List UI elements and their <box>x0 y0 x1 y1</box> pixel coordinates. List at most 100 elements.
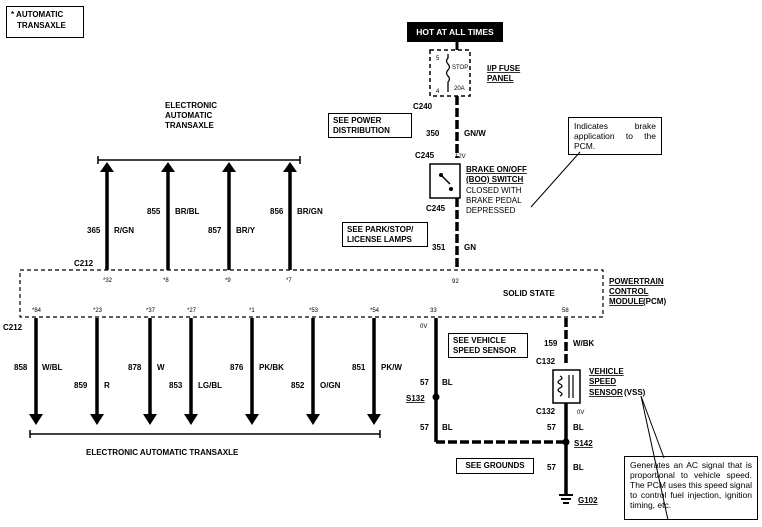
bottom-wire-circuit: 858 <box>14 363 28 372</box>
connector-s142: S142 <box>574 439 593 448</box>
top-wire-pin: *8 <box>163 278 169 284</box>
vss-note-leader-1 <box>640 395 665 459</box>
top-wire-856: 856 BR/GN *7 <box>270 162 323 284</box>
top-wire-365: 365 R/GN *32 <box>87 162 134 284</box>
bottom-wire-876: *1 876 PK/BK <box>230 308 284 425</box>
vss-name-line-2: SPEED <box>589 377 616 386</box>
top-wire-color: BR/BL <box>175 207 200 216</box>
connector-c212-top: C212 <box>74 259 94 268</box>
see-park-stop-license-lamps-box[interactable]: SEE PARK/STOP/ LICENSE LAMPS <box>342 222 428 247</box>
connector-s132: S132 <box>406 394 425 403</box>
bottom-wire-circuit: 853 <box>169 381 183 390</box>
bottom-wire-circuit: 876 <box>230 363 244 372</box>
fuse-element-icon <box>445 54 451 92</box>
bottom-wire-circuit: 859 <box>74 381 88 390</box>
wire-57d-color: BL <box>573 463 584 472</box>
brake-switch-line-1: BRAKE ON/OFF <box>466 165 527 174</box>
brake-switch-line-4: BRAKE PEDAL <box>466 196 522 205</box>
connector-c245-top: C245 <box>415 151 435 160</box>
top-wire-color: BR/GN <box>297 207 323 216</box>
connector-c132-top: C132 <box>536 357 556 366</box>
eat-top-line-1: ELECTRONIC <box>165 101 217 110</box>
bottom-wire-pin: *53 <box>309 308 319 314</box>
power-dist-line-1: SEE POWER <box>333 116 382 125</box>
bottom-wire-852: *53 852 O/GN <box>291 308 341 425</box>
bottom-wire-color: W <box>157 363 165 372</box>
switch-contact-icon <box>439 173 453 191</box>
bottom-wire-859: *23 859 R <box>74 308 110 425</box>
fuse-num-top: 5 <box>436 56 440 62</box>
bottom-wire-color: PK/W <box>381 363 402 372</box>
legend-line-2: TRANSAXLE <box>17 21 66 30</box>
vss-name-suffix: (VSS) <box>624 388 646 397</box>
fuse-panel-line-1: I/P FUSE <box>487 64 521 73</box>
connector-c212-left: C212 <box>3 323 23 332</box>
top-wire-color: R/GN <box>114 226 134 235</box>
pin-92: 92 <box>452 279 459 285</box>
bottom-wire-color: O/GN <box>320 381 341 390</box>
vss-box-line-2: SPEED SENSOR <box>453 346 517 355</box>
legend-line-1: * AUTOMATIC <box>11 10 64 19</box>
brake-application-note: Indicates brake application to the PCM. <box>568 117 662 155</box>
pcm-solid-state: SOLID STATE <box>503 289 555 298</box>
power-dist-line-2: DISTRIBUTION <box>333 126 390 135</box>
wire-351-circuit: 351 <box>432 243 446 252</box>
park-line-1: SEE PARK/STOP/ <box>347 225 414 234</box>
fuse-panel-line-2: PANEL <box>487 74 514 83</box>
top-wire-color: BR/Y <box>236 226 256 235</box>
bottom-wire-pin: *54 <box>370 308 380 314</box>
grounds-label: SEE GROUNDS <box>465 461 525 470</box>
pcm-name-suffix: (PCM) <box>643 297 666 306</box>
bottom-wire-color: PK/BK <box>259 363 284 372</box>
bottom-wire-circuit: 851 <box>352 363 366 372</box>
wire-350-circuit: 350 <box>426 129 440 138</box>
park-line-2: LICENSE LAMPS <box>347 235 412 244</box>
vss-coil-icon <box>557 375 563 397</box>
vss-name-line-3: SENSOR <box>589 388 623 397</box>
vss-sensor-box <box>552 369 581 404</box>
voltage-12v: 12V <box>455 154 466 160</box>
splice-s132 <box>432 393 440 401</box>
bottom-wire-pin: *1 <box>249 308 255 314</box>
see-vehicle-speed-sensor-box[interactable]: SEE VEHICLE SPEED SENSOR <box>448 333 528 358</box>
top-wire-circuit: 365 <box>87 226 101 235</box>
pcm-name-line-3: MODULE <box>609 297 644 306</box>
brake-switch-line-3: CLOSED WITH <box>466 186 522 195</box>
top-wire-857: 857 BR/Y *9 <box>208 162 256 284</box>
fuse-num-bottom: 4 <box>436 89 440 95</box>
bottom-wire-pin: *27 <box>187 308 197 314</box>
see-grounds-box[interactable]: SEE GROUNDS <box>456 458 534 474</box>
vss-name-line-1: VEHICLE <box>589 367 624 376</box>
brake-switch-line-5: DEPRESSED <box>466 206 516 215</box>
transaxle-legend-box: * AUTOMATIC TRANSAXLE <box>6 6 84 38</box>
bottom-wire-853: *27 853 LG/BL <box>169 308 222 425</box>
vss-signal-note: Generates an AC signal that is proportio… <box>624 456 758 520</box>
top-wire-pin: *9 <box>225 278 231 284</box>
bottom-wire-color: R <box>104 381 110 390</box>
bottom-wire-circuit: 878 <box>128 363 142 372</box>
ground-icon <box>559 494 573 504</box>
vss-box-line-1: SEE VEHICLE <box>453 336 506 345</box>
bottom-wire-color: LG/BL <box>198 381 222 390</box>
wire-159-color: W/BK <box>573 339 595 348</box>
see-power-distribution-box[interactable]: SEE POWER DISTRIBUTION <box>328 113 412 138</box>
top-wire-circuit: 857 <box>208 226 222 235</box>
bottom-wire-878: *37 878 W <box>128 308 165 425</box>
brake-switch-line-2: (BOO) SWITCH <box>466 175 524 184</box>
top-wire-855: 855 BR/BL *8 <box>147 162 200 284</box>
pcm-name-line-1: POWERTRAIN <box>609 277 664 286</box>
bottom-wire-pin: *84 <box>32 308 42 314</box>
wire-57a-circuit: 57 <box>420 378 429 387</box>
wire-57b-color: BL <box>442 423 453 432</box>
top-wire-pin: *7 <box>286 278 292 284</box>
bottom-wire-color: W/BL <box>42 363 63 372</box>
wire-57c-circuit: 57 <box>547 423 556 432</box>
connector-g102: G102 <box>578 496 598 505</box>
connector-c240: C240 <box>413 102 433 111</box>
wire-57a-color: BL <box>442 378 453 387</box>
connector-c132-bottom: C132 <box>536 407 556 416</box>
bottom-wire-858: *84 858 W/BL <box>14 308 63 425</box>
bottom-wire-pin: *37 <box>146 308 156 314</box>
fuse-amp: 20A <box>454 86 465 92</box>
